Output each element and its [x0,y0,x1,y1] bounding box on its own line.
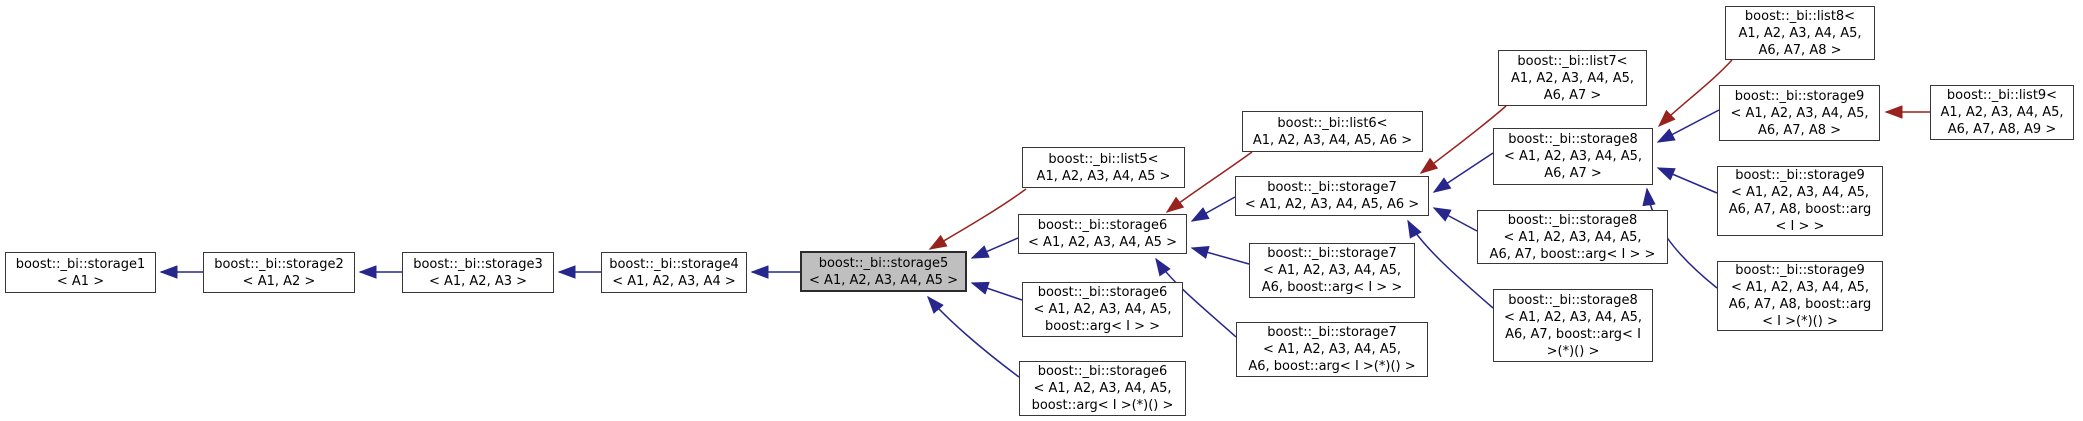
node-label-line: boost::_bi::storage7 [1267,325,1397,340]
node-label-line: < I > > [1775,219,1825,234]
edge-storage8_arg-to-storage7 [1432,207,1478,232]
node-storage6_argfn[interactable]: boost::_bi::storage6< A1, A2, A3, A4, A5… [1019,361,1186,416]
node-label-line: < I >(*)() > [1762,314,1838,329]
edge-storage9_arg-to-storage8 [1656,167,1718,194]
node-label-line: A1, A2, A3, A4, A5, [1510,70,1634,86]
node-label-line: boost::_bi::storage4 [609,256,739,272]
node-label-line: A6, A7 > [1544,166,1602,181]
node-label-line: < A1, A2, A3, A4, A5, [1262,342,1402,357]
node-label-line: < A1, A2, A3, A4 > [612,273,736,289]
node-label-line: A6, A7, boost::arg< I > > [1489,246,1656,262]
node-label-line: < A1, A2, A3, A4, A5, [1503,229,1642,245]
edge-list7-to-storage7 [1419,105,1507,174]
node-label-line: >(*)() > [1546,343,1600,359]
edge-storage7-to-storage6 [1190,196,1236,222]
node-label-line: A6, boost::arg< I > > [1261,280,1403,295]
node-label-line: A6, A7, boost::arg< I [1505,326,1641,342]
node-list7[interactable]: boost::_bi::list7<A1, A2, A3, A4, A5,A6,… [1498,50,1647,106]
node-label-line: < A1, A2, A3, A4, A5, [1730,105,1869,121]
edge-list8-to-storage8 [1657,59,1733,128]
node-storage6_arg[interactable]: boost::_bi::storage6< A1, A2, A3, A4, A5… [1022,282,1183,337]
node-label-line: boost::_bi::storage2 [214,256,344,272]
node-list8[interactable]: boost::_bi::list8<A1, A2, A3, A4, A5,A6,… [1725,6,1875,60]
node-label-line: boost::_bi::list8< [1744,8,1856,24]
node-label-line: < A1, A2, A3, A4, A5, [1033,381,1172,396]
edge-storage8_argfn-to-storage7 [1407,219,1494,309]
node-label-line: < A1, A2, A3, A4, A5, [1730,185,1870,200]
node-label-line: < A1, A2, A3, A4, A5, [1033,302,1172,317]
node-label-line: boost::arg< I >(*)() > [1031,398,1174,413]
node-label-line: < A1, A2, A3, A4, A5 > [809,272,958,288]
node-label-line: A6, A7, A8, boost::arg [1728,202,1872,217]
node-label-line: boost::_bi::storage9 [1735,263,1865,278]
node-storage9[interactable]: boost::_bi::storage9< A1, A2, A3, A4, A5… [1719,85,1880,141]
node-label-line: A6, A7, A8, A9 > [1947,122,2057,137]
node-label-line: boost::_bi::list9< [1946,88,2058,103]
edge-storage6-to-storage5 [970,237,1019,259]
node-label-line: boost::_bi::storage6 [1037,364,1168,379]
node-storage8[interactable]: boost::_bi::storage8< A1, A2, A3, A4, A5… [1493,128,1653,185]
node-list6[interactable]: boost::_bi::list6<A1, A2, A3, A4, A5, A6… [1242,111,1423,152]
node-label-line: boost::_bi::storage1 [15,256,146,272]
node-label-line: A1, A2, A3, A4, A5, A6 > [1252,132,1413,148]
node-list5[interactable]: boost::_bi::list5<A1, A2, A3, A4, A5 > [1022,147,1185,188]
edge-list5-to-storage5 [928,188,1027,250]
node-label-line: boost::_bi::storage5 [818,255,949,271]
node-list9[interactable]: boost::_bi::list9<A1, A2, A3, A4, A5,A6,… [1930,85,2074,140]
edge-list6-to-storage6 [1165,151,1253,213]
node-storage4[interactable]: boost::_bi::storage4< A1, A2, A3, A4 > [601,252,747,293]
node-storage8_arg[interactable]: boost::_bi::storage8< A1, A2, A3, A4, A5… [1477,210,1668,264]
node-label-line: A1, A2, A3, A4, A5 > [1036,168,1171,184]
node-storage2[interactable]: boost::_bi::storage2< A1, A2 > [203,252,355,293]
node-storage3[interactable]: boost::_bi::storage3< A1, A2, A3 > [402,252,554,293]
edge-storage7_arg-to-storage6 [1190,245,1250,265]
node-label-line: < A1, A2, A3, A4, A5, [1262,263,1402,278]
node-storage7_arg[interactable]: boost::_bi::storage7< A1, A2, A3, A4, A5… [1249,243,1415,298]
node-storage6[interactable]: boost::_bi::storage6< A1, A2, A3, A4, A5… [1018,214,1187,254]
edge-storage8-to-storage7 [1432,152,1494,193]
node-storage9_argfn[interactable]: boost::_bi::storage9< A1, A2, A3, A4, A5… [1717,261,1883,331]
node-label-line: boost::_bi::storage9 [1735,168,1865,183]
node-label-line: A6, A7, A8 > [1758,42,1842,58]
node-storage5[interactable]: boost::_bi::storage5< A1, A2, A3, A4, A5… [800,251,967,292]
node-label-line: boost::_bi::storage7 [1267,180,1397,195]
edge-storage9-to-storage8 [1656,109,1720,143]
node-label-line: A1, A2, A3, A4, A5, [1940,105,2064,120]
node-storage9_arg[interactable]: boost::_bi::storage9< A1, A2, A3, A4, A5… [1717,166,1883,236]
node-storage8_argfn[interactable]: boost::_bi::storage8< A1, A2, A3, A4, A5… [1493,289,1653,362]
node-storage7_argfn[interactable]: boost::_bi::storage7< A1, A2, A3, A4, A5… [1236,322,1428,377]
node-label-line: boost::_bi::list6< [1277,115,1388,131]
node-label-line: boost::_bi::storage3 [413,256,543,272]
node-label-line: boost::_bi::storage8 [1508,132,1638,147]
node-label-line: A6, A7, A8, boost::arg [1728,297,1872,312]
node-label-line: boost::_bi::list5< [1048,151,1159,167]
node-label-line: < A1, A2, A3, A4, A5, A6 > [1244,197,1420,212]
node-storage7[interactable]: boost::_bi::storage7< A1, A2, A3, A4, A5… [1235,176,1429,216]
node-label-line: < A1, A2, A3, A4, A5, [1503,309,1643,325]
node-label-line: boost::_bi::list7< [1517,53,1628,69]
edge-storage6_argfn-to-storage5 [927,295,1020,378]
node-label-line: boost::_bi::storage7 [1267,246,1397,261]
node-label-line: boost::arg< I > > [1044,319,1161,334]
node-label-line: < A1, A2 > [242,273,316,289]
node-label-line: boost::_bi::storage6 [1037,285,1168,300]
node-label-line: < A1, A2, A3, A4, A5 > [1028,235,1177,250]
node-label-line: A6, A7, A8 > [1757,122,1842,138]
node-label-line: boost::_bi::storage8 [1507,212,1638,228]
node-label-line: boost::_bi::storage8 [1508,292,1638,308]
node-label-line: < A1 > [56,273,105,289]
node-label-line: < A1, A2, A3, A4, A5, [1503,149,1643,164]
node-label-line: A1, A2, A3, A4, A5, [1738,25,1862,41]
edge-storage7_argfn-to-storage6 [1155,257,1237,338]
node-storage1[interactable]: boost::_bi::storage1< A1 > [5,252,156,293]
node-label-line: < A1, A2, A3, A4, A5, [1730,280,1870,295]
node-label-line: boost::_bi::storage9 [1734,88,1865,104]
edge-storage6_arg-to-storage5 [970,281,1023,301]
node-label-line: boost::_bi::storage6 [1037,218,1168,233]
node-label-line: < A1, A2, A3 > [428,273,528,289]
node-label-line: A6, boost::arg< I >(*)() > [1248,359,1416,374]
node-label-line: A6, A7 > [1543,87,1602,103]
